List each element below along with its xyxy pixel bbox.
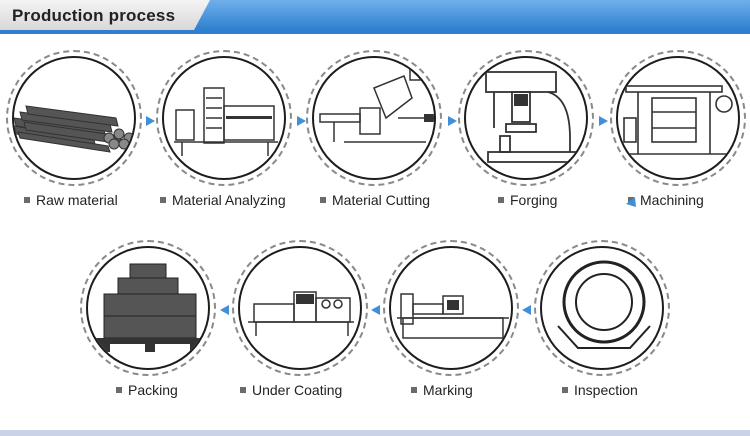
bullet-icon (562, 387, 568, 393)
step-image (12, 56, 136, 180)
step-image (86, 246, 210, 370)
page-title: Production process (12, 6, 176, 25)
steel-bars-icon (14, 105, 134, 153)
step-label: Packing (116, 382, 178, 398)
step-image (540, 246, 664, 370)
step-marking: Marking (383, 240, 523, 405)
bullet-icon (240, 387, 246, 393)
bullet-icon (498, 197, 504, 203)
step-label: Inspection (562, 382, 638, 398)
step-image (389, 246, 513, 370)
header: Production process (0, 0, 750, 36)
footer-bar (0, 430, 750, 436)
lathe-machine-icon (623, 85, 733, 155)
arrow-left-icon (522, 305, 531, 315)
spectrometer-icon (174, 87, 278, 156)
arrow-right-icon (146, 116, 155, 126)
step-label: Material Cutting (320, 192, 430, 208)
step-raw-material: Raw material (6, 50, 146, 215)
step-inspection: Inspection (534, 240, 674, 405)
bullet-icon (320, 197, 326, 203)
step-image (312, 56, 436, 180)
step-label: Marking (411, 382, 473, 398)
step-material-cutting: Material Cutting (306, 50, 446, 215)
step-image (464, 56, 588, 180)
step-image (616, 56, 740, 180)
step-label: Under Coating (240, 382, 342, 398)
step-material-analyzing: Material Analyzing (156, 50, 296, 215)
ring-part-icon (557, 260, 651, 349)
marking-machine-icon (397, 293, 509, 339)
forging-press-icon (485, 71, 583, 163)
bullet-icon (628, 197, 634, 203)
step-under-coating: Under Coating (232, 240, 372, 405)
arrow-right-icon (599, 116, 608, 126)
arrow-left-icon (220, 305, 229, 315)
step-label: Material Analyzing (160, 192, 286, 208)
step-image (238, 246, 362, 370)
step-machining: Machining (610, 50, 750, 215)
coating-line-icon (248, 291, 354, 336)
step-forging: Forging (458, 50, 598, 215)
step-label: Machining (628, 192, 704, 208)
saw-machine-icon (319, 67, 434, 143)
step-packing: Packing (80, 240, 220, 405)
arrow-right-icon (297, 116, 306, 126)
step-label: Forging (498, 192, 557, 208)
bullet-icon (24, 197, 30, 203)
header-banner (0, 0, 750, 34)
bullet-icon (116, 387, 122, 393)
bullet-icon (160, 197, 166, 203)
bullet-icon (411, 387, 417, 393)
pallet-boxes-icon (96, 263, 204, 352)
step-image (162, 56, 286, 180)
arrow-right-icon (448, 116, 457, 126)
arrow-left-icon (371, 305, 380, 315)
arrow-down-left-icon (626, 197, 636, 207)
step-label: Raw material (24, 192, 118, 208)
